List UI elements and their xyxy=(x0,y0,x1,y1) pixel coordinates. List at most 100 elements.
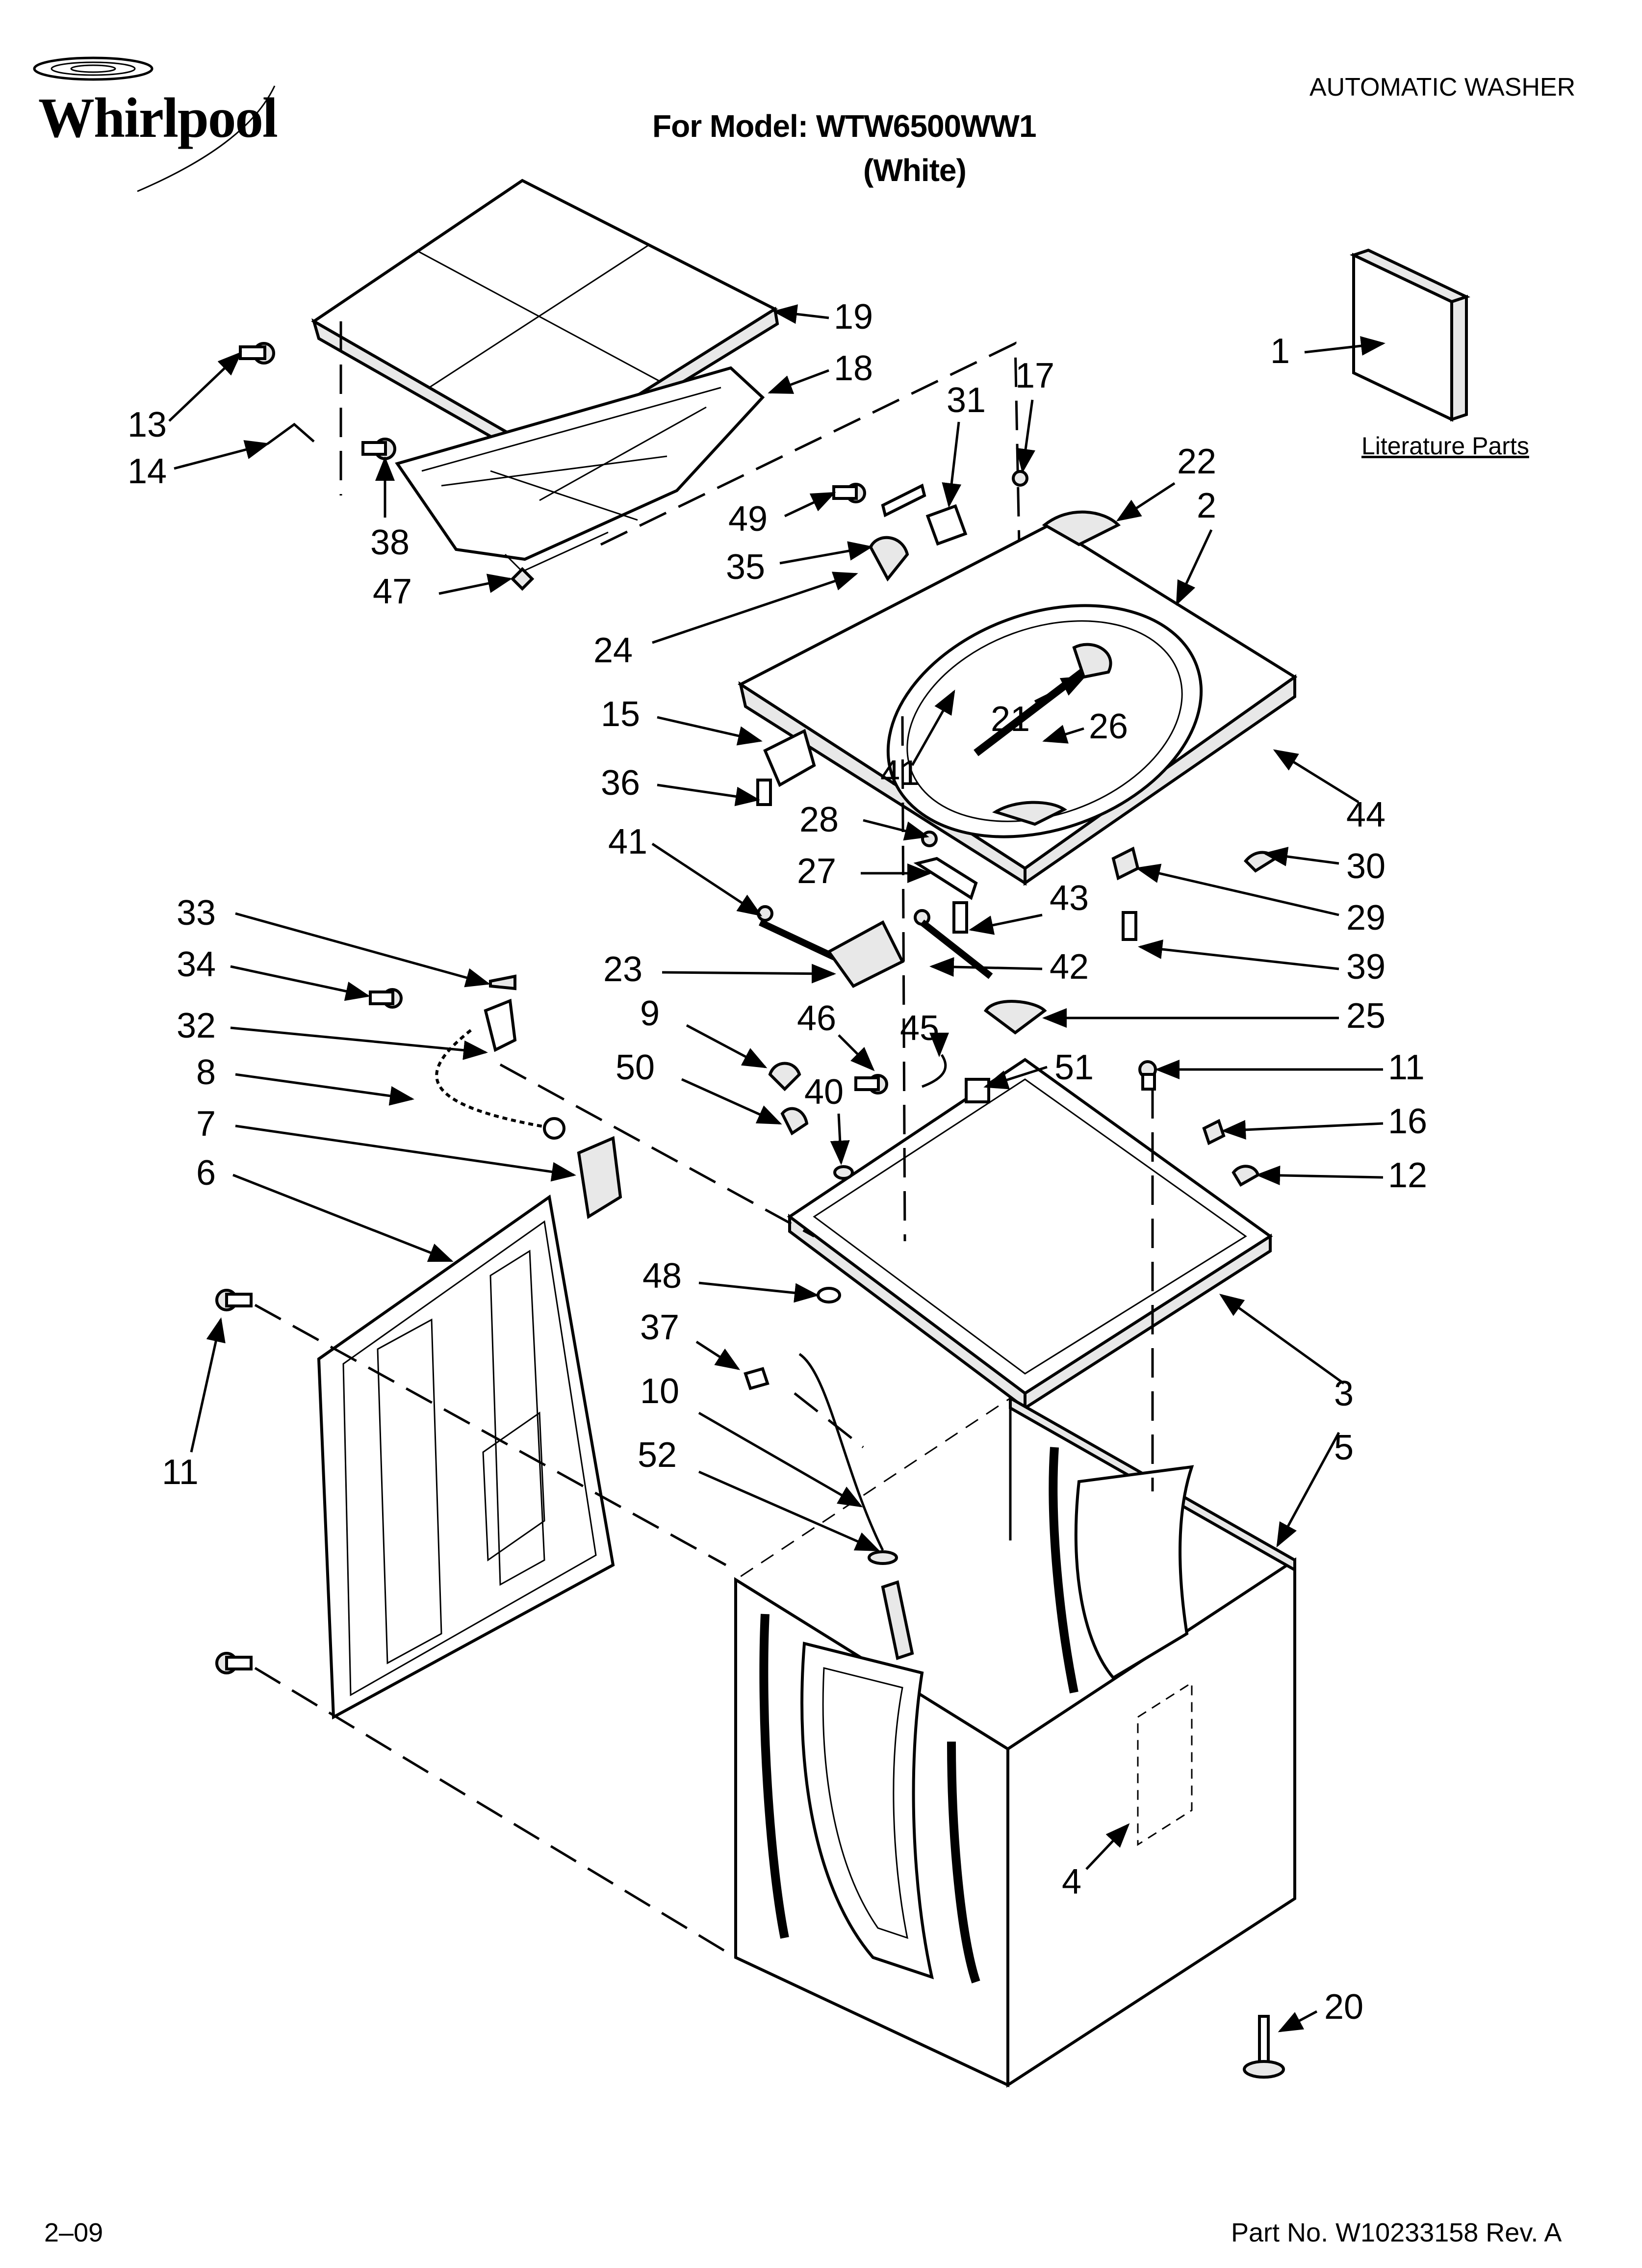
callout-24: 24 xyxy=(593,572,858,670)
callout-leader-line xyxy=(235,1124,576,1182)
callout-leader-line xyxy=(168,351,242,422)
callout-10: 10 xyxy=(640,1372,863,1508)
callout-number: 45 xyxy=(900,1009,939,1048)
callout-leader-line xyxy=(235,912,490,988)
callout-leader-line xyxy=(652,572,858,644)
callout-number: 39 xyxy=(1346,947,1385,987)
callout-number: 49 xyxy=(728,499,768,539)
callout-number: 11 xyxy=(162,1453,199,1492)
callout-44: 44 xyxy=(1273,749,1385,834)
callout-16: 16 xyxy=(1221,1102,1427,1141)
callout-leader-line xyxy=(230,1026,488,1060)
callout-50: 50 xyxy=(616,1048,782,1125)
callout-17: 17 xyxy=(1015,356,1054,473)
callout-52: 52 xyxy=(638,1435,880,1552)
callout-41: 41 xyxy=(608,822,763,916)
callout-30: 30 xyxy=(1263,847,1385,886)
callout-number: 36 xyxy=(601,763,640,803)
callout-leader-line xyxy=(1138,939,1339,970)
callout-leader-line xyxy=(698,1411,863,1508)
document-type: AUTOMATIC WASHER xyxy=(1309,73,1576,102)
brand-name: Whirlpool xyxy=(38,87,278,149)
callout-leader-line xyxy=(1273,749,1360,804)
callout-number: 12 xyxy=(1388,1156,1427,1195)
callout-number: 46 xyxy=(797,999,836,1038)
callout-18: 18 xyxy=(768,349,873,394)
callout-35: 35 xyxy=(726,541,873,587)
callout-number: 11 xyxy=(1388,1048,1425,1087)
callout-number: 30 xyxy=(1346,847,1385,886)
callout-number: 19 xyxy=(834,297,873,337)
callout-14: 14 xyxy=(128,440,270,491)
callout-3: 3 xyxy=(1219,1294,1354,1413)
callout-leader-line xyxy=(1016,399,1035,473)
callout-number: 42 xyxy=(1050,947,1089,987)
callout-leader-line xyxy=(1176,529,1213,606)
callout-41: 41 xyxy=(880,689,955,793)
washer-top xyxy=(738,523,1298,886)
rear-panel xyxy=(317,1194,615,1720)
callout-number: 50 xyxy=(616,1048,655,1087)
callout-leader-line xyxy=(232,1173,454,1262)
callout-leader-line xyxy=(942,421,962,508)
callout-11: 11 xyxy=(1155,1048,1425,1087)
callout-leader-line xyxy=(1276,1432,1340,1548)
callout-45: 45 xyxy=(900,1009,949,1057)
callout-number: 52 xyxy=(638,1435,677,1475)
callout-leader-line xyxy=(662,964,836,984)
callout-number: 15 xyxy=(601,695,640,734)
callout-38: 38 xyxy=(370,456,410,562)
callout-leader-line xyxy=(1085,1823,1130,1870)
callout-leader-line xyxy=(863,819,929,841)
callout-leader-line xyxy=(1278,2010,1318,2033)
callout-leader-line xyxy=(784,492,836,518)
callout-26: 26 xyxy=(1042,707,1128,746)
callout-4: 4 xyxy=(1062,1823,1130,1902)
callout-number: 14 xyxy=(128,452,167,491)
callout-number: 7 xyxy=(196,1104,216,1144)
callout-number: 20 xyxy=(1324,1987,1363,2027)
callout-leader-line xyxy=(838,1034,875,1071)
callout-33: 33 xyxy=(177,893,490,988)
callout-36: 36 xyxy=(601,763,760,807)
callout-number: 41 xyxy=(880,754,920,793)
callout-number: 40 xyxy=(804,1072,844,1112)
callout-37: 37 xyxy=(640,1308,741,1370)
literature-parts-label: Literature Parts xyxy=(1361,432,1529,460)
callout-number: 5 xyxy=(1334,1428,1354,1467)
callout-12: 12 xyxy=(1256,1156,1427,1195)
callout-leader-line xyxy=(681,1078,782,1125)
callout-23: 23 xyxy=(603,950,836,989)
callout-leader-line xyxy=(695,1340,741,1370)
callout-leader-line xyxy=(1135,863,1339,916)
callout-leader-line xyxy=(174,440,270,470)
callout-49: 49 xyxy=(728,492,836,539)
callout-6: 6 xyxy=(196,1153,454,1262)
callout-leader-line xyxy=(1034,676,1086,703)
callout-number: 26 xyxy=(1089,707,1128,746)
callout-25: 25 xyxy=(1042,996,1385,1036)
callout-40: 40 xyxy=(804,1072,850,1165)
callout-leader-line xyxy=(190,1317,226,1453)
callout-number: 25 xyxy=(1346,996,1385,1036)
callout-29: 29 xyxy=(1135,863,1385,938)
callout-46: 46 xyxy=(797,999,875,1071)
callout-31: 31 xyxy=(942,381,986,508)
callout-leader-line xyxy=(1263,847,1339,866)
callout-leader-line xyxy=(1042,725,1084,744)
callout-leader-line xyxy=(1219,1294,1345,1385)
callout-number: 29 xyxy=(1346,898,1385,938)
callout-32: 32 xyxy=(177,1006,488,1060)
callout-number: 43 xyxy=(1050,879,1089,918)
callout-1: 1 xyxy=(1270,332,1385,371)
callout-leader-line xyxy=(772,304,829,324)
callout-21: 21 xyxy=(991,676,1086,739)
callout-leader-line xyxy=(651,842,763,916)
callout-leader-line xyxy=(235,1073,414,1106)
callout-leader-line xyxy=(830,1113,850,1165)
callout-8: 8 xyxy=(196,1053,414,1106)
callout-43: 43 xyxy=(969,879,1089,935)
callout-number: 3 xyxy=(1334,1374,1354,1413)
